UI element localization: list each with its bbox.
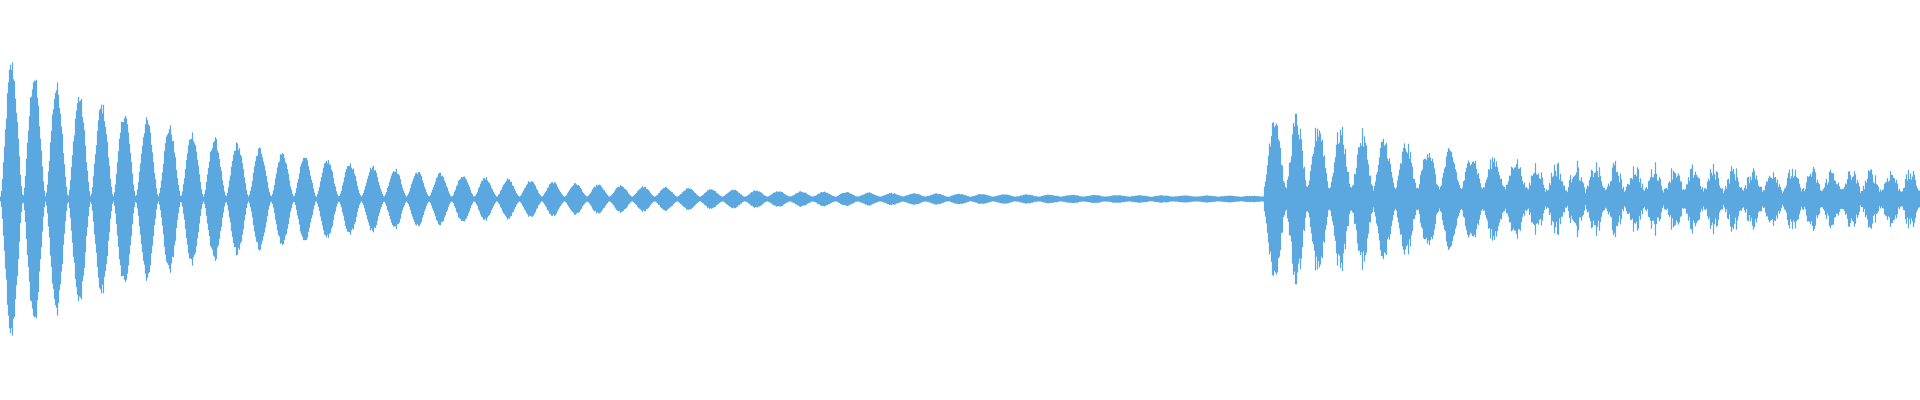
waveform-bars	[0, 62, 1920, 336]
waveform-amplitude	[0, 62, 1920, 336]
